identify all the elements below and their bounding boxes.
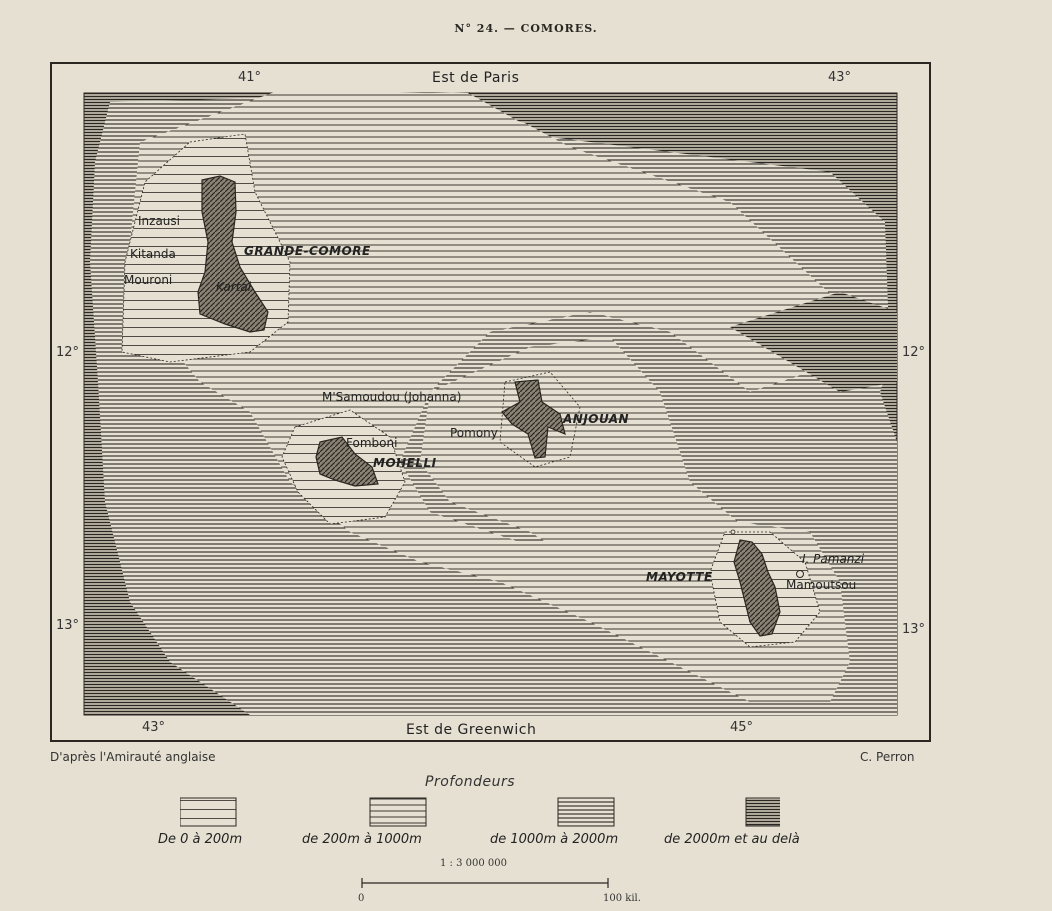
lat-right-1: 12° [902, 345, 926, 360]
place-kartal: Kartal [216, 280, 252, 294]
legend-label-0: De 0 à 200m [158, 832, 243, 847]
place-msamoudou: M'Samoudou (Johanna) [322, 390, 462, 404]
place-mouroni: Mouroni [124, 273, 173, 287]
place-kitanda: Kitanda [130, 247, 176, 261]
label-mohelli: MOHELLI [373, 456, 437, 470]
legend-label-2: de 1000m à 2000m [490, 832, 619, 847]
place-mamoutsou: Mamoutsou [786, 578, 857, 592]
bottom-lon-2: 45° [730, 720, 754, 735]
top-meridian-label: Est de Paris [432, 70, 520, 86]
legend-swatch-2 [557, 797, 615, 827]
top-lon-1: 41° [238, 70, 262, 85]
legend-title: Profondeurs [425, 774, 516, 790]
label-grande-comore: GRANDE-COMORE [244, 244, 371, 258]
island-anjouan [501, 379, 566, 459]
legend-label-1: de 200m à 1000m [302, 832, 422, 847]
legend-swatch-3 [745, 797, 780, 827]
legend-swatch-0 [180, 797, 237, 827]
scale-start: 0 [358, 893, 365, 904]
island-grande-comore [197, 175, 269, 333]
scale-end: 100 kil. [603, 893, 641, 904]
bottom-meridian-label: Est de Greenwich [406, 722, 537, 738]
island-mohelli [315, 436, 379, 487]
island-mayotte [733, 539, 781, 637]
page-title: N° 24. — COMORES. [454, 22, 598, 35]
top-lon-2: 43° [828, 70, 852, 85]
lat-left-2: 13° [56, 618, 80, 633]
legend-swatches [180, 797, 780, 827]
lat-right-2: 13° [902, 622, 926, 637]
credit-source: D'après l'Amirauté anglaise [50, 750, 216, 764]
credit-engraver: C. Perron [860, 750, 915, 764]
map-frame [50, 62, 931, 742]
legend-label-3: de 2000m et au delà [664, 832, 800, 847]
lat-left-1: 12° [56, 345, 80, 360]
place-pomony: Pomony [450, 426, 498, 440]
place-pamanzi: I. Pamanzi [802, 552, 865, 566]
scale-bar [361, 878, 609, 888]
islet-marker [730, 529, 736, 535]
place-inzausi: Inzausi [138, 214, 180, 228]
scale-ratio: 1 : 3 000 000 [440, 858, 507, 869]
legend-swatch-1 [369, 797, 427, 827]
label-mayotte: MAYOTTE [646, 570, 713, 584]
island-pamanzi [796, 570, 804, 578]
bottom-lon-1: 43° [142, 720, 166, 735]
place-fomboni: Fomboni [346, 436, 398, 450]
label-anjouan: ANJOUAN [563, 412, 630, 426]
